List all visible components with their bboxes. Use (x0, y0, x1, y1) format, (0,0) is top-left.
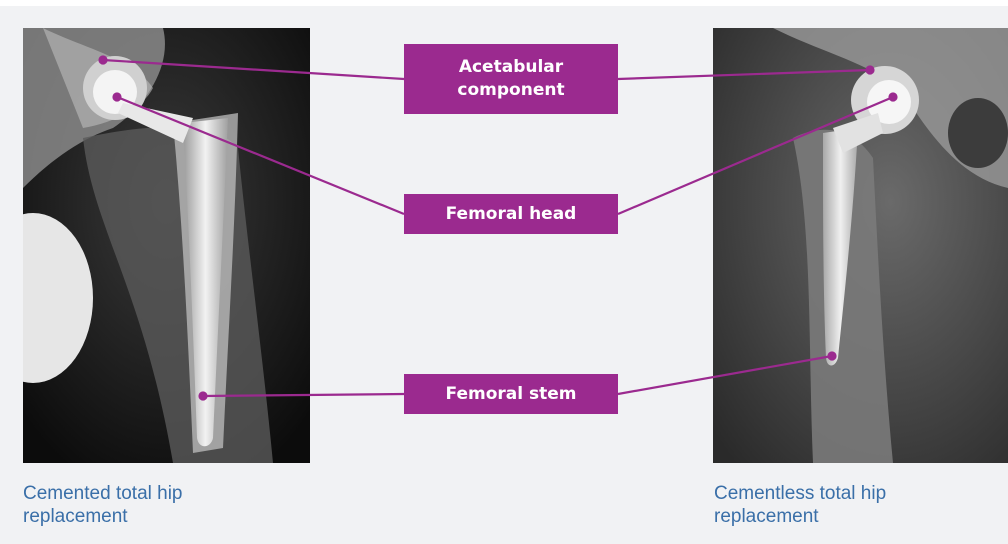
leader-femoral-head-left (117, 97, 404, 214)
caption-cemented: Cemented total hip replacement (23, 482, 263, 528)
label-acetabular-line2: component (457, 79, 564, 102)
label-acetabular-component: Acetabular component (404, 44, 618, 114)
caption-cementless: Cementless total hip replacement (714, 482, 954, 528)
caption-cementless-line1: Cementless total hip (714, 482, 954, 505)
leader-acetabular-left (103, 60, 404, 79)
label-femoral-head-text: Femoral head (446, 203, 577, 226)
leader-femoral-head-right (618, 97, 893, 214)
leader-femoral-stem-left (203, 394, 404, 396)
caption-cemented-line2: replacement (23, 505, 263, 528)
caption-cementless-line2: replacement (714, 505, 954, 528)
label-femoral-stem: Femoral stem (404, 374, 618, 414)
label-femoral-head: Femoral head (404, 194, 618, 234)
caption-cemented-line1: Cemented total hip (23, 482, 263, 505)
leader-acetabular-right (618, 70, 870, 79)
label-acetabular-line1: Acetabular (457, 56, 564, 79)
label-femoral-stem-text: Femoral stem (446, 383, 577, 406)
leader-femoral-stem-right (618, 356, 832, 394)
